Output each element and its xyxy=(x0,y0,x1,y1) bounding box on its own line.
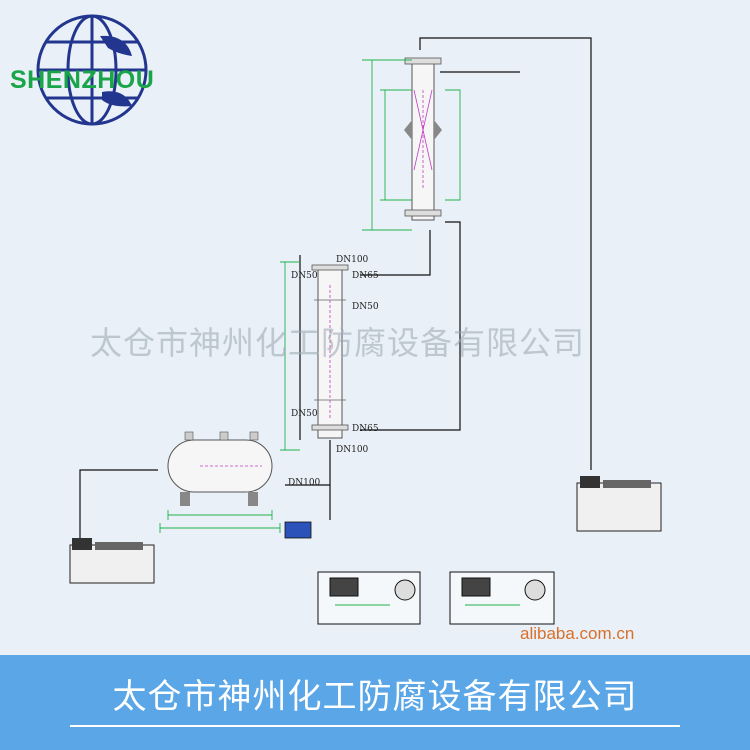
horizontal-tank xyxy=(167,431,273,506)
absorber-column xyxy=(311,264,349,439)
footer-title: 太仓市神州化工防腐设备有限公司 xyxy=(112,677,638,717)
pump-left xyxy=(69,538,155,584)
pipe-top-return xyxy=(419,37,592,470)
label-dn50-left-bottom: DN50 xyxy=(291,409,318,419)
pipe-tower-to-absorber xyxy=(360,230,431,276)
label-dn50-right: DN50 xyxy=(352,302,379,312)
absorber-dimensions xyxy=(280,261,300,451)
pump-right xyxy=(576,476,662,532)
pipe-tank-left xyxy=(79,469,158,548)
label-dn100-tank: DN100 xyxy=(288,478,321,488)
watermark-text: 太仓市神州化工防腐设备有限公司 xyxy=(90,324,586,362)
logo-text: SHENZHOU xyxy=(10,66,155,94)
detail-frame-left xyxy=(317,571,421,625)
source-watermark: alibaba.com.cn xyxy=(520,624,635,643)
label-dn100-top: DN100 xyxy=(336,255,369,265)
label-dn65-right-bottom: DN65 xyxy=(352,424,379,434)
label-dn100-bottom: DN100 xyxy=(336,445,369,455)
label-dn50-left-top: DN50 xyxy=(291,271,318,281)
footer-divider xyxy=(70,725,680,727)
process-flow-diagram: DN100 DN50 DN65 DN50 DN50 DN65 DN100 DN1… xyxy=(69,37,662,625)
upper-tower-dimensions xyxy=(362,59,461,231)
tank-dimensions xyxy=(159,510,281,533)
company-logo: SHENZHOU xyxy=(4,8,164,128)
detail-frame-right xyxy=(449,571,555,625)
piping xyxy=(79,37,592,548)
footer-banner: 太仓市神州化工防腐设备有限公司 xyxy=(0,655,750,750)
globe-icon xyxy=(36,14,148,126)
small-pump xyxy=(284,521,312,539)
label-dn65-right-top: DN65 xyxy=(352,271,379,281)
upper-tower xyxy=(404,57,442,221)
pipe-right-loop xyxy=(360,221,461,431)
